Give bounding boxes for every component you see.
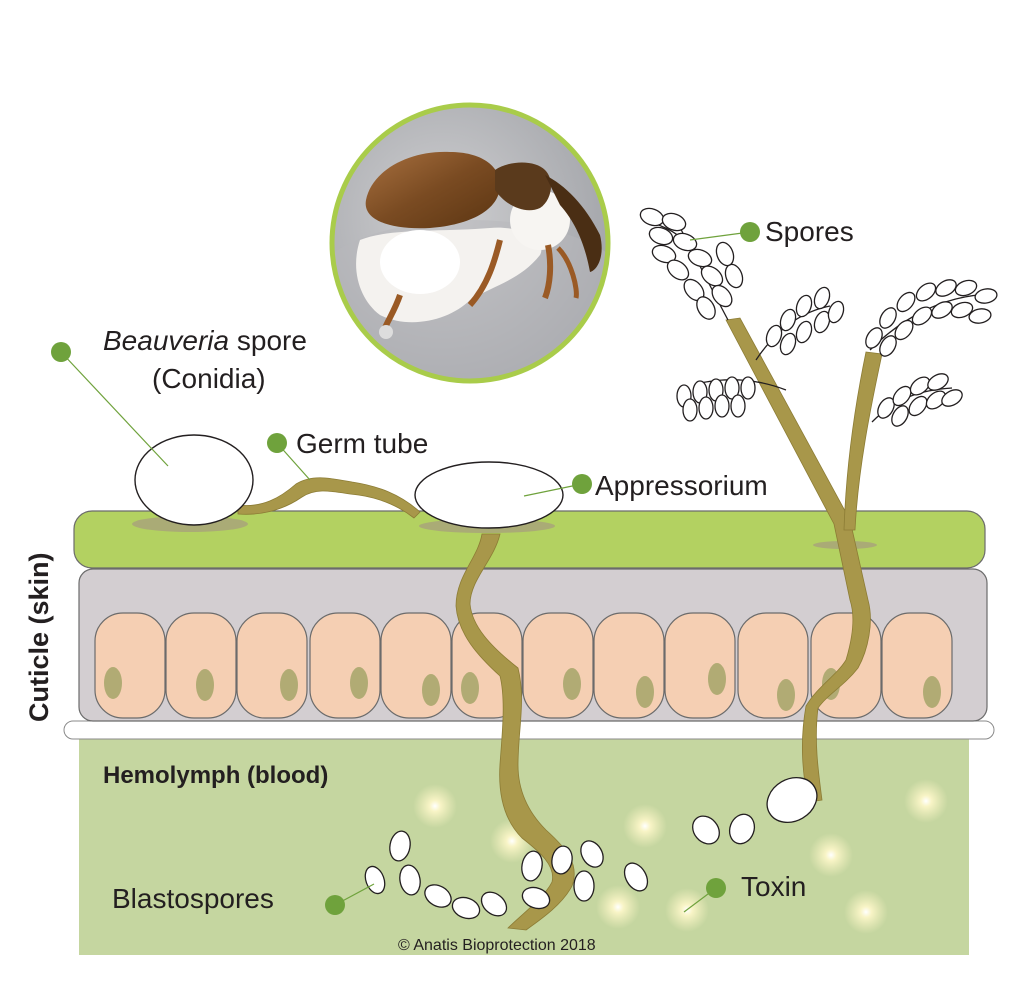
cuticle-label: Cuticle (skin) bbox=[24, 552, 54, 722]
copyright-text: © Anatis Bioprotection 2018 bbox=[398, 937, 596, 954]
hemolymph-label: Hemolymph (blood) bbox=[103, 762, 329, 789]
blastospores-group bbox=[364, 776, 818, 920]
blastospores-label: Blastospores bbox=[112, 883, 274, 914]
conidia-label: Beauveria spore bbox=[103, 325, 307, 357]
weevil-photo bbox=[329, 102, 611, 384]
appressorium-spore bbox=[414, 461, 564, 529]
hyphae bbox=[237, 317, 883, 931]
cell-nuclei bbox=[104, 663, 941, 711]
appressorium-label: Appressorium bbox=[595, 470, 768, 501]
spore-chains bbox=[639, 207, 998, 427]
spores-label: Spores bbox=[765, 216, 854, 247]
conidia-label-italic: Beauveria bbox=[103, 325, 230, 356]
conidia-label-line2: (Conidia) bbox=[152, 363, 266, 394]
conidia-label-rest: spore bbox=[229, 325, 307, 356]
toxin-label: Toxin bbox=[741, 871, 807, 902]
label-markers bbox=[51, 222, 760, 915]
basement-membrane bbox=[63, 720, 995, 740]
conidium-spore bbox=[134, 434, 254, 526]
germ-tube-label: Germ tube bbox=[296, 428, 429, 459]
